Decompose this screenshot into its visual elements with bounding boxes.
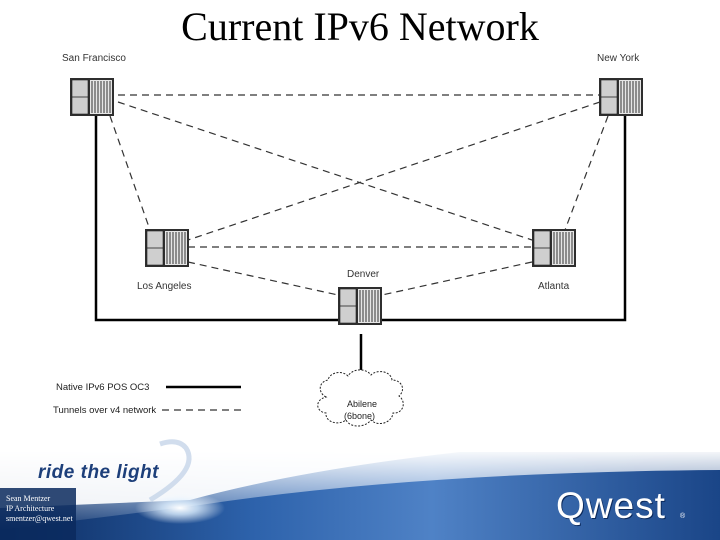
tunnel-la-den [187, 261, 339, 296]
tunnel-atl-den [381, 261, 533, 296]
router-icon [598, 77, 644, 117]
author-dept: IP Architecture [6, 504, 55, 513]
native-link-sf-den [94, 116, 360, 322]
router-icon [531, 228, 577, 268]
node-label-san-francisco: San Francisco [62, 53, 126, 64]
node-label-new-york: New York [597, 53, 640, 64]
tunnel-links [109, 94, 609, 296]
legend-tunnel-label: Tunnels over v4 network [53, 405, 156, 416]
brand-logo: Qwest [556, 485, 666, 526]
tunnel-sf-atl [117, 101, 533, 241]
tagline: ride the light [38, 462, 159, 483]
tunnel-ny-atl [564, 115, 609, 231]
legend: Native IPv6 POS OC3 Tunnels over v4 netw… [53, 382, 241, 416]
legend-native-label: Native IPv6 POS OC3 [56, 382, 149, 393]
author-info: Sean Mentzer IP Architecture smentzer@qw… [6, 494, 73, 524]
node-label-denver: Denver [347, 269, 380, 280]
slide-title: Current IPv6 Network [181, 4, 539, 49]
cloud-label-line2: (6bone) [344, 411, 375, 421]
router-icon [337, 286, 383, 326]
swoosh [148, 439, 192, 503]
registered-mark: ® [680, 513, 686, 520]
node-label-los-angeles: Los Angeles [137, 281, 192, 292]
footer-banner [0, 439, 720, 540]
native-link-ny-den [360, 116, 627, 322]
cloud-label-line1: Abilene [347, 399, 377, 409]
tunnel-sf-la [109, 115, 151, 231]
tunnel-ny-la [187, 101, 601, 241]
author-name: Sean Mentzer [6, 494, 51, 503]
cloud-icon [317, 369, 404, 427]
light-flare [135, 492, 225, 524]
router-icon [144, 228, 190, 268]
router-icon [69, 77, 115, 117]
node-label-atlanta: Atlanta [538, 281, 570, 292]
author-email: smentzer@qwest.net [6, 514, 73, 523]
